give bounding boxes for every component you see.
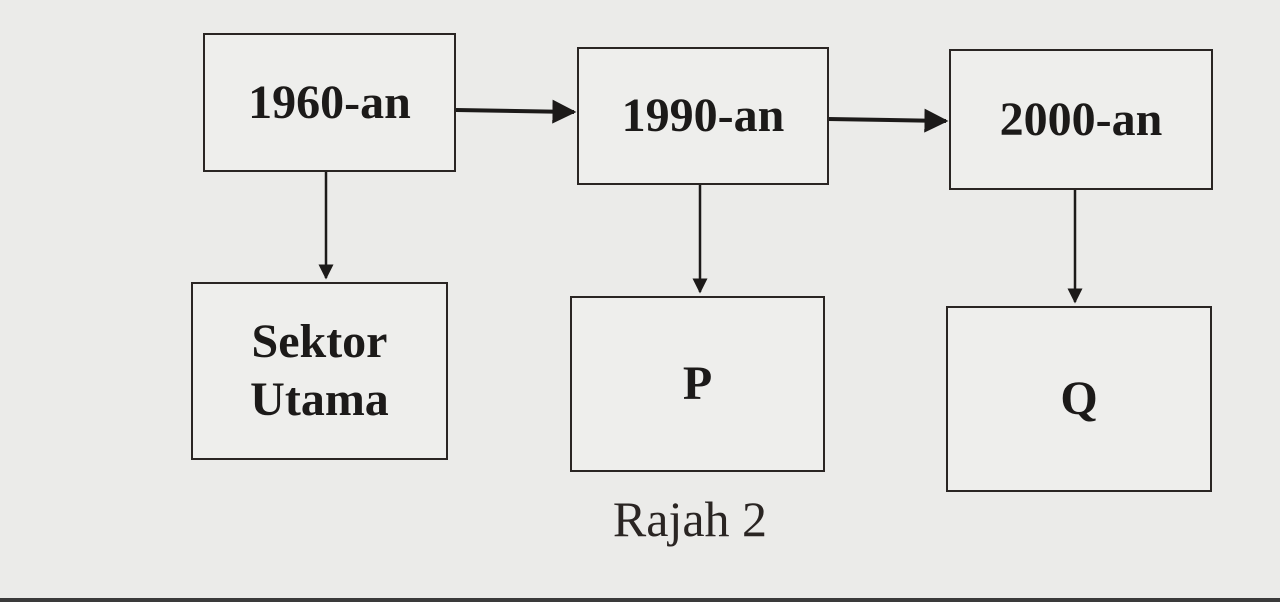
box-p-label: P bbox=[682, 357, 713, 411]
arrow-1990-to-2000 bbox=[827, 108, 949, 133]
box-sektor-utama-line1: Sektor bbox=[251, 315, 388, 369]
box-1990-an: 1990-an bbox=[577, 47, 829, 185]
box-1960-an-label: 1960-an bbox=[248, 75, 411, 129]
box-q-label: Q bbox=[1060, 372, 1098, 426]
arrow-1960-to-1990 bbox=[455, 99, 577, 124]
box-2000-an-label: 2000-an bbox=[999, 92, 1163, 146]
bottom-edge-band bbox=[0, 598, 1280, 602]
box-2000-an: 2000-an bbox=[949, 49, 1213, 190]
figure-caption: Rajah 2 bbox=[612, 491, 768, 547]
box-1960-an: 1960-an bbox=[203, 33, 456, 172]
box-sektor-utama-label: Sektor Utama bbox=[250, 313, 389, 428]
box-sektor-utama: Sektor Utama bbox=[191, 282, 448, 460]
box-p: P bbox=[570, 296, 825, 472]
box-1990-an-label: 1990-an bbox=[621, 89, 785, 143]
box-q: Q bbox=[946, 306, 1212, 492]
box-sektor-utama-line2: Utama bbox=[250, 373, 389, 426]
